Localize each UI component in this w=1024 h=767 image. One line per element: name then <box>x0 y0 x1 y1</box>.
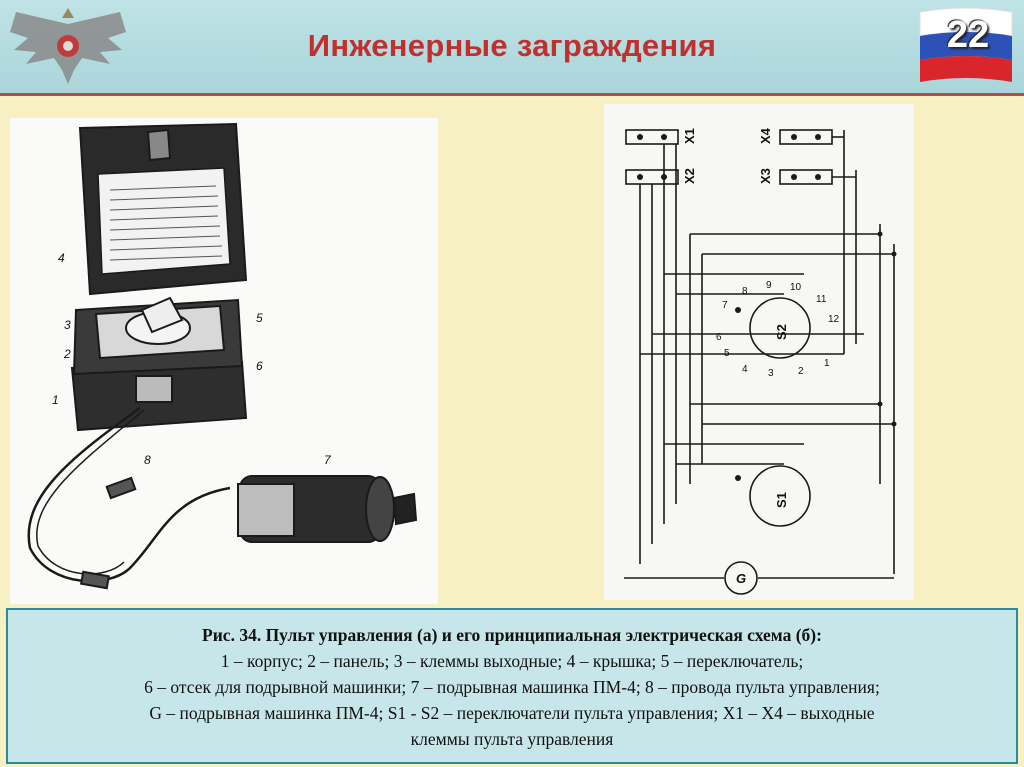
generator-label: G <box>736 571 746 586</box>
slide-header: Инженерные заграждения 22 <box>0 0 1024 96</box>
contact-9: 9 <box>766 280 772 291</box>
page-title: Инженерные заграждения <box>307 28 717 63</box>
contact-4: 4 <box>742 364 748 375</box>
terminal-x3-label: X3 <box>758 168 773 184</box>
contact-3: 3 <box>768 368 774 379</box>
label-1: 1 <box>52 393 59 407</box>
caption-line-1: 1 – корпус; 2 – панель; 3 – клеммы выход… <box>220 651 804 671</box>
slide-number: 22 <box>946 14 990 56</box>
contact-5: 5 <box>724 348 730 359</box>
terminal-x4-label: X4 <box>758 127 773 144</box>
label-3: 3 <box>64 318 71 332</box>
switch-s2-label: S2 <box>774 324 789 340</box>
caption-line-2: 6 – отсек для подрывной машинки; 7 – под… <box>144 677 880 697</box>
label-7: 7 <box>324 453 332 467</box>
contact-1: 1 <box>824 358 830 369</box>
contact-6: 6 <box>716 332 722 343</box>
terminal-x1-label: X1 <box>682 128 697 144</box>
label-6: 6 <box>256 359 263 373</box>
label-4: 4 <box>58 251 65 265</box>
contact-11: 11 <box>816 294 827 305</box>
caption-line-4: клеммы пульта управления <box>410 729 614 749</box>
contact-7: 7 <box>722 300 728 311</box>
caption-line-3: G – подрывная машинка ПМ-4; S1 - S2 – пе… <box>149 703 875 723</box>
terminal-x2-label: X2 <box>682 168 697 184</box>
electrical-scheme: X1 X2 X3 X4 S2 S1 G 1 2 3 4 5 6 7 8 9 10… <box>604 104 914 600</box>
contact-8: 8 <box>742 286 748 297</box>
label-2: 2 <box>63 347 71 361</box>
caption-title: Рис. 34. Пульт управления (а) и его прин… <box>202 625 822 645</box>
eagle-emblem-icon <box>10 8 126 84</box>
control-panel-drawing: 4 3 2 1 5 6 7 8 <box>10 118 438 604</box>
contact-12: 12 <box>828 314 840 325</box>
russian-flag-icon <box>919 7 1013 82</box>
contact-10: 10 <box>790 282 802 293</box>
figure-caption: Рис. 34. Пульт управления (а) и его прин… <box>6 608 1018 764</box>
switch-s1-label: S1 <box>774 492 789 508</box>
contact-2: 2 <box>798 366 804 377</box>
label-8: 8 <box>144 453 151 467</box>
label-5: 5 <box>256 311 263 325</box>
